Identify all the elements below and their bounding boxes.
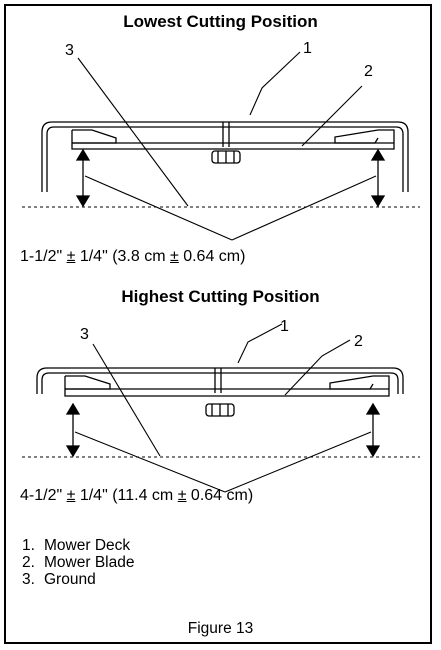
bottom-measurement: 4-1/2" ± 1/4" (11.4 cm ± 0.64 cm) <box>20 487 254 504</box>
callout-leaders <box>92 323 351 457</box>
height-arrows <box>65 402 381 458</box>
legend-item: 2. Mower Blade <box>22 554 135 571</box>
legend: 1. Mower Deck 2. Mower Blade 3. Ground <box>22 537 134 588</box>
bottom-callout-2: 2 <box>354 333 363 350</box>
figure-caption: Figure 13 <box>187 620 254 637</box>
top-callout-3: 3 <box>65 42 74 59</box>
blade-nut <box>205 403 235 417</box>
legend-item: 3. Ground <box>22 571 96 588</box>
dimension-leaders <box>74 431 372 493</box>
bottom-deck-diagram <box>22 323 420 493</box>
top-deck-diagram <box>22 51 420 241</box>
top-diagram-title: Lowest Cutting Position <box>123 12 318 31</box>
bottom-diagram-title: Highest Cutting Position <box>121 287 320 306</box>
legend-item: 1. Mower Deck <box>22 537 131 554</box>
mower-deck <box>36 367 404 394</box>
top-measurement: 1-1/2" ± 1/4" (3.8 cm ± 0.64 cm) <box>20 248 246 265</box>
bottom-callout-3: 3 <box>80 326 89 343</box>
bottom-callout-1: 1 <box>280 318 289 335</box>
mower-blade <box>71 129 395 150</box>
blade-nut <box>211 150 241 164</box>
height-arrows <box>75 148 386 208</box>
figure-frame <box>4 4 432 644</box>
mower-blade <box>64 375 390 397</box>
callout-leaders <box>77 51 363 207</box>
mower-deck <box>41 121 409 192</box>
dimension-leaders <box>84 175 377 241</box>
top-callout-1: 1 <box>303 40 312 57</box>
top-callout-2: 2 <box>364 63 373 80</box>
